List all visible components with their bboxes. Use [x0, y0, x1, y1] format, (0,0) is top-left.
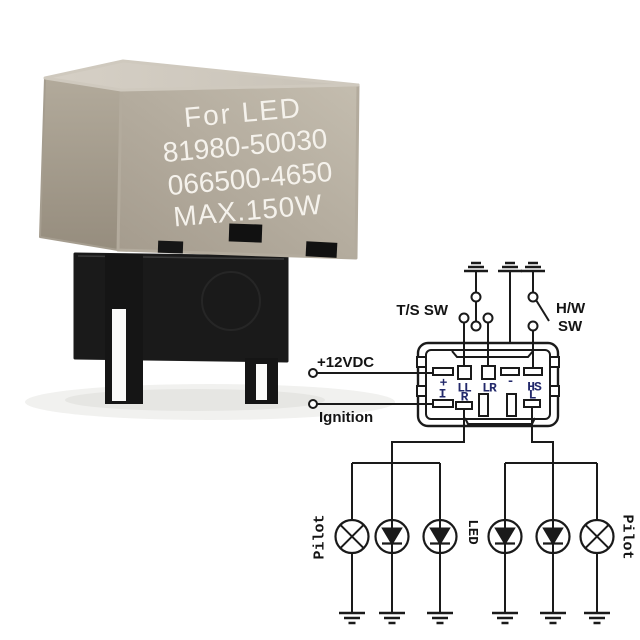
led-symbol [422, 518, 458, 555]
ground-symbol [337, 611, 367, 625]
relay-terminal-slot [256, 364, 267, 400]
ground-symbol [425, 611, 455, 625]
pin-label-hs: HS [527, 379, 542, 395]
turn-signal-switch [458, 291, 494, 332]
ignition-terminal [308, 399, 318, 409]
led-symbol [535, 518, 571, 555]
wire-bus-right-group [504, 462, 598, 520]
relay-cover-top-face [43, 59, 360, 92]
pin-ll [457, 365, 472, 380]
pin-plus [432, 367, 454, 376]
socket-bottom-notch [464, 417, 536, 425]
wire-left-output [531, 407, 554, 463]
relay-cover-side-face [39, 77, 122, 251]
ignition-label: Ignition [319, 409, 374, 426]
hazard-switch [527, 291, 550, 332]
pilot-label-left: Pilot [311, 514, 329, 560]
pin-label-minus: - [506, 373, 515, 389]
ground-symbol-ts [462, 261, 490, 273]
led-symbol [487, 518, 523, 555]
relay-latch-right [305, 241, 338, 258]
pilot-lamp-symbol-right [579, 518, 615, 555]
socket-tab [549, 385, 560, 397]
ground-symbol-minus [496, 261, 524, 273]
ground-symbol [538, 611, 568, 625]
pin-hs [523, 367, 543, 376]
led-label: LED [464, 519, 480, 545]
pin-lr [481, 365, 496, 380]
ground-symbol-hw [519, 261, 547, 273]
power-label: +12VDC [317, 354, 375, 371]
pin-label-plus: + [439, 375, 448, 391]
pin-ignition [432, 399, 454, 408]
pin-minus [500, 367, 520, 376]
pin-label-right: R [460, 389, 469, 405]
relay-base-mold-mark [201, 271, 261, 331]
pin-label-lr: LR [482, 380, 497, 396]
socket-top-notch [451, 350, 534, 358]
pin-label-ignition: I [438, 386, 447, 402]
relay-bracket-slot [112, 309, 126, 401]
relay-shadow-dark [65, 389, 325, 411]
ground-symbol [582, 611, 612, 625]
pin-blank-2 [506, 393, 517, 417]
socket-tab [549, 356, 560, 368]
wire-right-output [391, 409, 465, 463]
wiring-diagram [308, 261, 615, 625]
wire-lamp-grounds [351, 553, 598, 613]
socket-tab [416, 356, 427, 368]
power-terminal [308, 368, 318, 378]
ground-symbol [490, 611, 520, 625]
pin-label-ll: LL [457, 380, 472, 396]
pin-blank-1 [478, 393, 489, 417]
hazard-switch-label-line2: SW [558, 318, 583, 335]
wire-bus-left-group [351, 462, 441, 520]
pin-label-left: L [528, 387, 537, 403]
socket-tab [416, 385, 427, 397]
pilot-label-right: Pilot [618, 514, 636, 560]
led-symbol [374, 518, 410, 555]
relay-latch-center [228, 223, 263, 243]
pilot-lamp-symbol-left [334, 518, 370, 555]
relay-latch-left [157, 240, 184, 254]
relay-photo [25, 59, 395, 420]
ground-symbol [377, 611, 407, 625]
hazard-switch-label-line1: H/W [556, 300, 586, 317]
turn-signal-switch-label: T/S SW [396, 302, 448, 319]
socket-pins [432, 365, 543, 417]
